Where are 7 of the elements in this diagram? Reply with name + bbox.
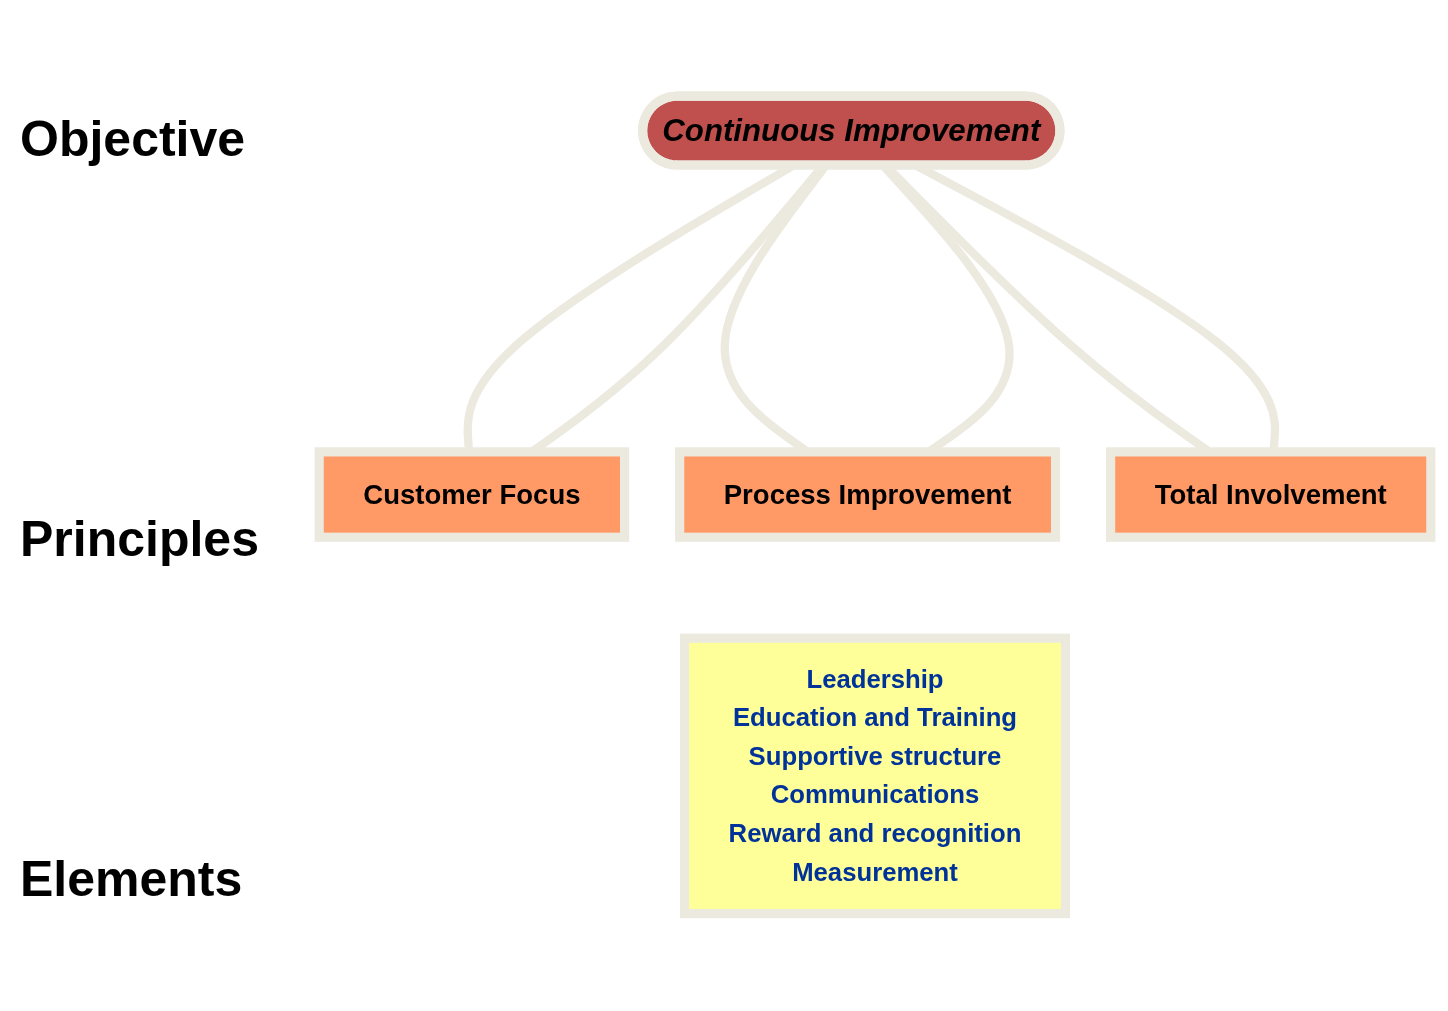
row-label: Principles [20,510,259,568]
node-box: Process Improvement [675,447,1061,542]
node-box: Leadership Education and Training Supportive structure Communications Reward and recognition Measurement [679,633,1071,919]
row-label: Objective [20,110,246,168]
node-box: Customer Focus [314,447,630,542]
node-box: Total Involvement [1106,447,1436,542]
row-label: Elements [20,850,243,908]
